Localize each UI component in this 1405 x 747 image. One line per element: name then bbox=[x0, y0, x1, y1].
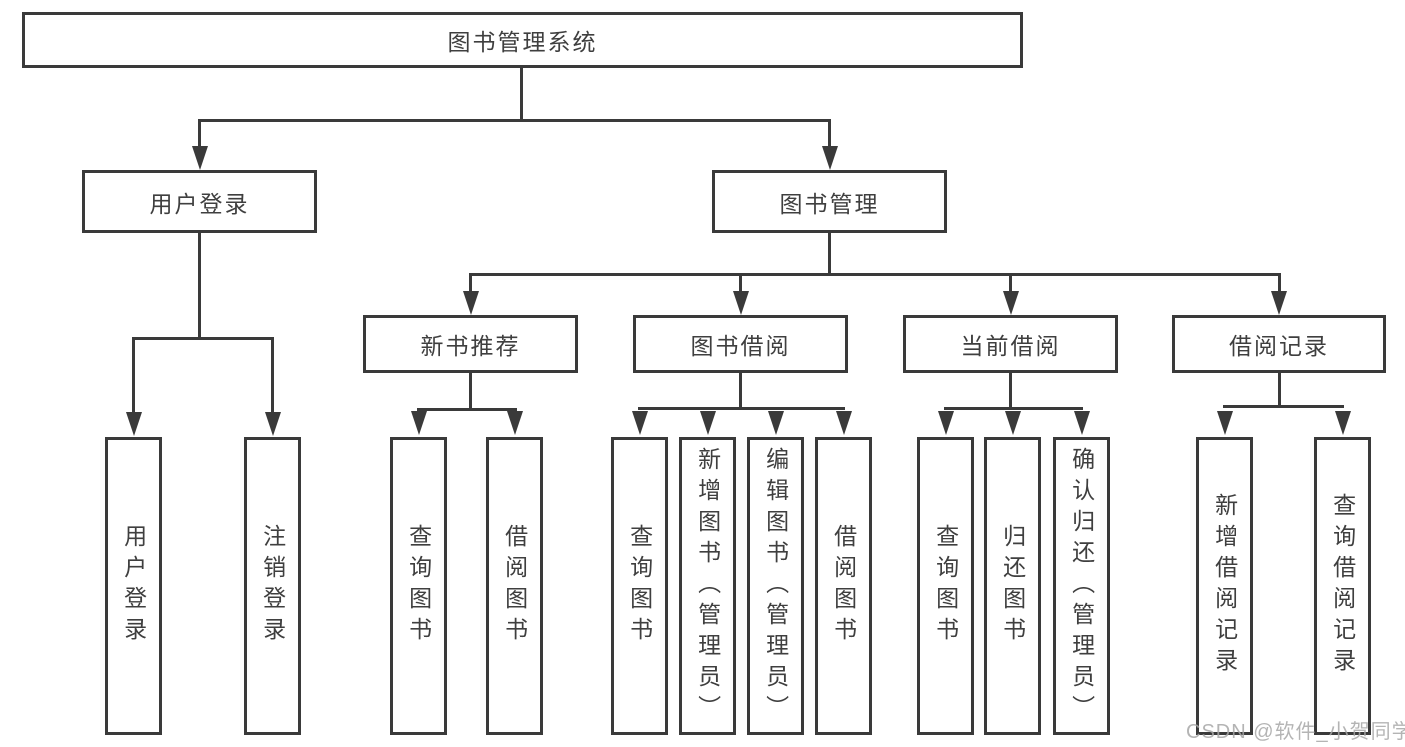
node-label: 新书推荐 bbox=[420, 333, 521, 359]
arrow-down-icon bbox=[1271, 291, 1287, 315]
node-current-borrowing: 当前借阅 bbox=[903, 315, 1118, 373]
node-label: 查询图书 bbox=[626, 524, 653, 648]
connector-line bbox=[1278, 276, 1281, 291]
arrow-down-icon bbox=[938, 411, 954, 435]
node-label: 用户登录 bbox=[149, 190, 250, 217]
connector-line bbox=[739, 373, 742, 407]
connector-line bbox=[271, 340, 274, 412]
node-label: 借阅记录 bbox=[1229, 333, 1329, 359]
leaf-add-borrow-record: 新增借阅记录 bbox=[1196, 437, 1253, 735]
node-book-management: 图书管理 bbox=[712, 170, 947, 233]
node-label: 借阅图书 bbox=[830, 524, 857, 648]
leaf-user-login: 用户登录 bbox=[105, 437, 162, 735]
connector-line bbox=[198, 119, 831, 122]
node-label: 查询借阅记录 bbox=[1329, 493, 1356, 679]
arrow-down-icon bbox=[1074, 411, 1090, 435]
node-new-book-recommend: 新书推荐 bbox=[363, 315, 578, 373]
node-root-library-system: 图书管理系统 bbox=[22, 12, 1023, 68]
node-label: 新增借阅记录 bbox=[1211, 493, 1238, 679]
arrow-down-icon bbox=[126, 412, 142, 436]
node-label: 编辑图书（管理员） bbox=[762, 446, 789, 726]
node-user-login: 用户登录 bbox=[82, 170, 317, 233]
leaf-logout: 注销登录 bbox=[244, 437, 301, 735]
connector-line bbox=[198, 233, 201, 337]
leaf-return-book: 归还图书 bbox=[984, 437, 1041, 735]
connector-line bbox=[132, 340, 135, 412]
leaf-confirm-return-admin: 确认归还（管理员） bbox=[1053, 437, 1110, 735]
watermark: CSDN @软件_小贺同学 bbox=[1186, 721, 1405, 743]
node-label: 确认归还（管理员） bbox=[1068, 446, 1095, 726]
connector-line bbox=[198, 122, 201, 148]
leaf-borrow-books-borrowing: 借阅图书 bbox=[815, 437, 872, 735]
leaf-query-books-recommend: 查询图书 bbox=[390, 437, 447, 735]
leaf-add-book-admin: 新增图书（管理员） bbox=[679, 437, 736, 735]
node-label: 图书借阅 bbox=[690, 333, 791, 359]
connector-line bbox=[1278, 373, 1281, 405]
arrow-down-icon bbox=[822, 146, 838, 170]
arrow-down-icon bbox=[411, 411, 427, 435]
arrow-down-icon bbox=[733, 291, 749, 315]
arrow-down-icon bbox=[768, 411, 784, 435]
node-label: 用户登录 bbox=[120, 524, 147, 648]
arrow-down-icon bbox=[265, 412, 281, 436]
connector-line bbox=[944, 407, 1083, 410]
arrow-down-icon bbox=[1003, 291, 1019, 315]
arrow-down-icon bbox=[507, 411, 523, 435]
leaf-query-borrow-record: 查询借阅记录 bbox=[1314, 437, 1371, 735]
connector-line bbox=[417, 408, 517, 411]
node-label: 新增图书（管理员） bbox=[694, 446, 721, 726]
arrow-down-icon bbox=[1005, 411, 1021, 435]
connector-line bbox=[1009, 276, 1012, 291]
connector-line bbox=[520, 67, 523, 119]
node-label: 借阅图书 bbox=[501, 524, 528, 648]
node-book-borrowing: 图书借阅 bbox=[633, 315, 848, 373]
leaf-query-books-borrowing: 查询图书 bbox=[611, 437, 668, 735]
arrow-down-icon bbox=[836, 411, 852, 435]
connector-line bbox=[739, 276, 742, 291]
connector-line bbox=[828, 122, 831, 148]
connector-line bbox=[469, 273, 1281, 276]
leaf-edit-book-admin: 编辑图书（管理员） bbox=[747, 437, 804, 735]
connector-line bbox=[1009, 373, 1012, 407]
connector-line bbox=[132, 337, 274, 340]
arrow-down-icon bbox=[1335, 411, 1351, 435]
leaf-borrow-books-recommend: 借阅图书 bbox=[486, 437, 543, 735]
arrow-down-icon bbox=[1217, 411, 1233, 435]
node-borrowing-records: 借阅记录 bbox=[1172, 315, 1386, 373]
node-label: 当前借阅 bbox=[960, 333, 1061, 359]
connector-line bbox=[638, 407, 845, 410]
arrow-down-icon bbox=[192, 146, 208, 170]
node-label: 查询图书 bbox=[932, 524, 959, 648]
arrow-down-icon bbox=[632, 411, 648, 435]
connector-line bbox=[828, 233, 831, 273]
connector-line bbox=[469, 276, 472, 291]
node-label: 归还图书 bbox=[999, 524, 1026, 648]
node-label: 图书管理 bbox=[779, 190, 880, 217]
connector-line bbox=[1223, 405, 1344, 408]
arrow-down-icon bbox=[700, 411, 716, 435]
connector-line bbox=[469, 373, 472, 408]
node-label: 查询图书 bbox=[405, 524, 432, 648]
node-label: 图书管理系统 bbox=[447, 29, 598, 55]
arrow-down-icon bbox=[463, 291, 479, 315]
node-label: 注销登录 bbox=[259, 524, 286, 648]
leaf-query-books-current: 查询图书 bbox=[917, 437, 974, 735]
